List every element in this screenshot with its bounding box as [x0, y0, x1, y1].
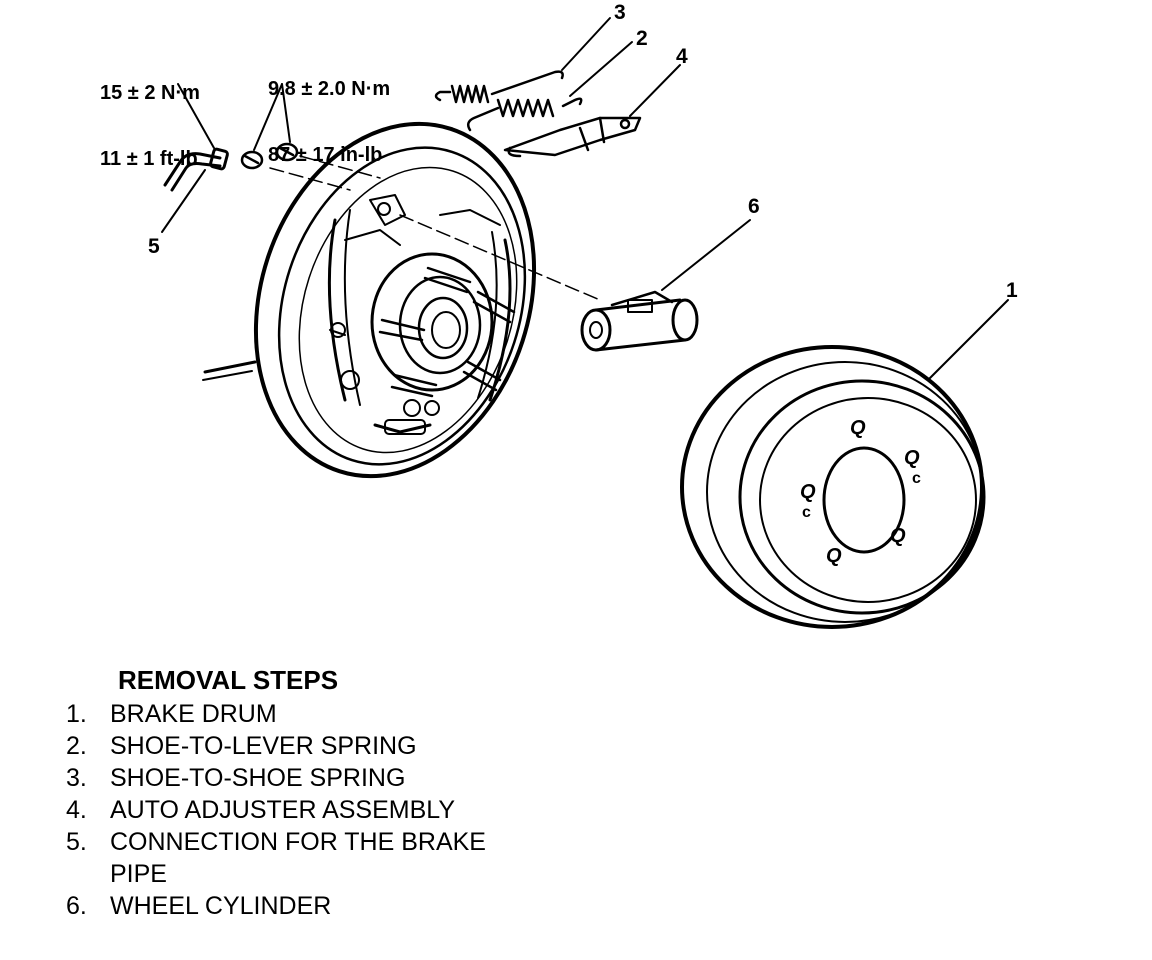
- drum-mark: c: [912, 470, 921, 487]
- backing-plate-assembly: [202, 121, 537, 479]
- drum-mark: Q: [890, 525, 906, 547]
- step-item: 2. SHOE-TO-LEVER SPRING: [66, 730, 417, 762]
- removal-steps-title: REMOVAL STEPS: [118, 665, 339, 695]
- step-text: SHOE-TO-SHOE SPRING: [110, 764, 406, 792]
- auto-adjuster-assembly: [503, 116, 642, 158]
- shoe-to-shoe-spring: [434, 70, 564, 104]
- step-number: 2.: [66, 732, 87, 760]
- step-item: 4. AUTO ADJUSTER ASSEMBLY: [66, 794, 455, 826]
- shoe-to-lever-spring: [466, 97, 583, 132]
- wheel-cylinder: [580, 290, 699, 352]
- step-number: 5.: [66, 828, 87, 856]
- cylinder-bolt: [275, 142, 299, 162]
- step-number: 3.: [66, 764, 87, 792]
- drum-mark: c: [802, 504, 811, 521]
- drum-mark: Q: [826, 545, 842, 567]
- step-item: PIPE: [66, 858, 167, 890]
- callout-6: 6: [748, 195, 760, 218]
- step-item: 5. CONNECTION FOR THE BRAKE: [66, 826, 486, 858]
- drum-mark: Q: [904, 447, 920, 469]
- drum-mark: Q: [850, 417, 866, 439]
- step-text: WHEEL CYLINDER: [110, 892, 332, 920]
- bleeder-fitting: [240, 150, 264, 170]
- torque-ftlb: 11 ± 1 ft-lb: [100, 148, 198, 170]
- callout-5: 5: [148, 235, 160, 258]
- callout-4: 4: [676, 45, 688, 68]
- torque-nm: 15 ± 2 N·m: [100, 82, 200, 104]
- step-text: AUTO ADJUSTER ASSEMBLY: [110, 796, 456, 824]
- step-number: 6.: [66, 892, 87, 920]
- torque-spec-pipe: 15 ± 2 N·m 11 ± 1 ft-lb: [100, 38, 200, 192]
- step-item: 6. WHEEL CYLINDER: [66, 890, 331, 922]
- step-number: 1.: [66, 700, 87, 728]
- step-text: BRAKE DRUM: [110, 700, 277, 728]
- torque-nm: 9.8 ± 2.0 N·m: [268, 78, 391, 100]
- step-text: PIPE: [110, 860, 167, 888]
- assembly-line: [269, 155, 601, 301]
- torque-spec-cylinder: 9.8 ± 2.0 N·m 87 ± 17 in-lb: [268, 34, 390, 188]
- step-text: SHOE-TO-LEVER SPRING: [110, 732, 417, 760]
- drum-mark: Q: [800, 481, 816, 503]
- step-text: CONNECTION FOR THE BRAKE: [110, 828, 486, 856]
- brake-drum: [680, 345, 986, 629]
- torque-inlb: 87 ± 17 in-lb: [268, 144, 383, 166]
- callout-2: 2: [636, 27, 648, 50]
- callout-3: 3: [614, 1, 626, 24]
- callout-1: 1: [1006, 279, 1018, 302]
- brake-pipe: [163, 147, 229, 192]
- leader-lines: [161, 17, 1009, 379]
- step-number: 4.: [66, 796, 87, 824]
- step-item: 3. SHOE-TO-SHOE SPRING: [66, 762, 405, 794]
- step-item: 1. BRAKE DRUM: [66, 698, 277, 730]
